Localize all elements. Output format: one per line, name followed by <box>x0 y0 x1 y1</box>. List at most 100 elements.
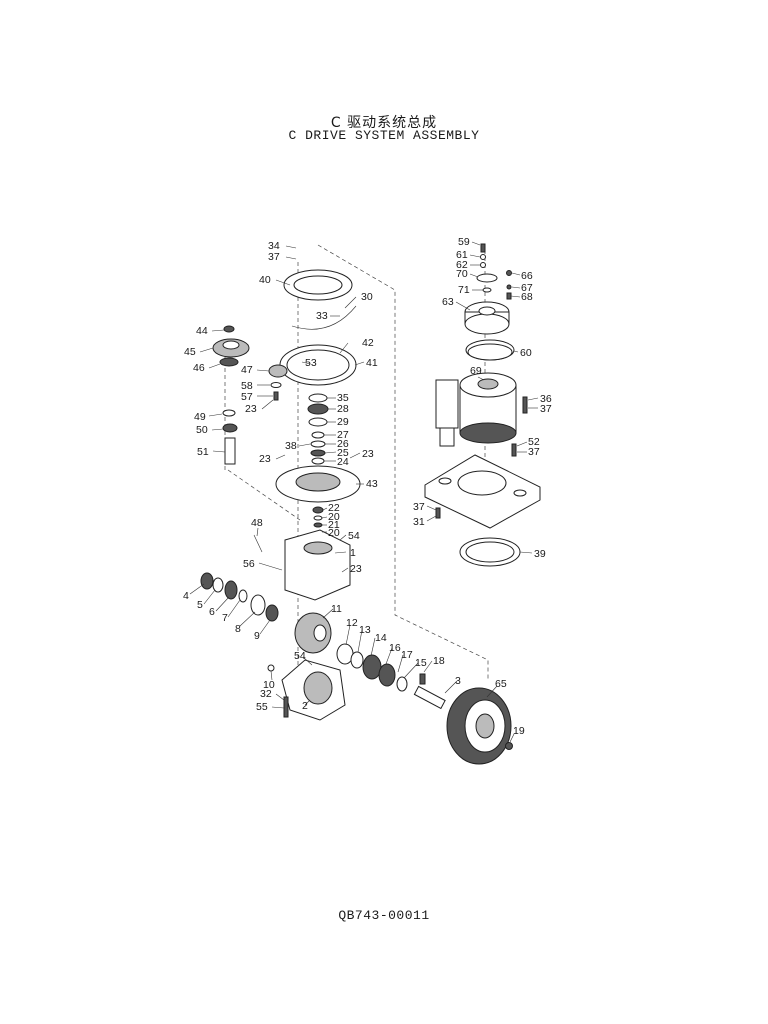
callout-11: 11 <box>331 603 342 615</box>
callout-29: 29 <box>337 416 349 428</box>
ring-gear-41 <box>279 344 357 386</box>
ring-60 <box>465 339 515 361</box>
gasket-39 <box>459 537 521 567</box>
callout-51: 51 <box>197 446 209 458</box>
callout-19: 19 <box>513 725 525 737</box>
callout-17: 17 <box>401 649 413 661</box>
page-title-chinese: C 驱动系统总成 <box>330 115 438 131</box>
callout-labels: 34 37 40 30 33 44 45 46 42 53 41 47 58 5… <box>183 236 552 737</box>
brake-63 <box>464 301 510 335</box>
bearing-46 <box>219 357 239 367</box>
brake-small-parts <box>476 243 512 300</box>
callout-66: 66 <box>521 270 533 282</box>
callout-10: 10 <box>263 679 275 691</box>
callout-57: 57 <box>241 391 253 403</box>
page-title-english: C DRIVE SYSTEM ASSEMBLY <box>288 128 480 143</box>
mounting-plate <box>424 454 541 529</box>
callout-36: 36 <box>540 393 552 405</box>
callout-40: 40 <box>259 274 271 286</box>
washers-57-58 <box>270 382 282 401</box>
callout-2: 2 <box>302 700 308 712</box>
callout-60: 60 <box>520 347 532 359</box>
motor-bolts-36-37-52 <box>435 396 528 519</box>
callout-20: 20 <box>328 511 340 523</box>
callout-54: 54 <box>294 650 306 662</box>
wheel-65 <box>446 687 512 765</box>
callout-48: 48 <box>251 517 263 529</box>
callout-9: 9 <box>254 630 260 642</box>
callout-28: 28 <box>337 403 349 415</box>
callout-1: 1 <box>350 547 356 559</box>
callout-23: 23 <box>245 403 257 415</box>
document-code: QB743-00011 <box>338 908 430 923</box>
callout-38: 38 <box>285 440 297 452</box>
bolt-stack-20-22 <box>312 506 324 528</box>
callout-54: 54 <box>348 530 360 542</box>
callout-56: 56 <box>243 558 255 570</box>
callout-50: 50 <box>196 424 208 436</box>
callout-32: 32 <box>260 688 272 700</box>
callout-70: 70 <box>456 268 468 280</box>
callout-23: 23 <box>350 563 362 575</box>
shaft-parts-49-50-51 <box>222 409 238 465</box>
bevel-gear-11 <box>294 612 332 654</box>
bearing-row-12-17 <box>336 643 408 692</box>
callout-63: 63 <box>442 296 454 308</box>
bolts-10-32-55 <box>267 664 289 718</box>
callout-61: 61 <box>456 249 468 261</box>
callout-55: 55 <box>256 701 268 713</box>
callout-47: 47 <box>241 364 253 376</box>
drive-motor-69 <box>435 372 517 447</box>
callout-31: 31 <box>413 516 425 528</box>
upper-flange-ring-40 <box>283 269 353 301</box>
callout-12: 12 <box>346 617 358 629</box>
callout-67: 67 <box>521 282 533 294</box>
callout-44: 44 <box>196 325 208 337</box>
callout-37: 37 <box>268 251 280 263</box>
callout-22: 22 <box>328 502 340 514</box>
carrier-plate-43 <box>275 465 361 503</box>
callout-5: 5 <box>197 599 203 611</box>
callout-8: 8 <box>235 623 241 635</box>
nut-19 <box>505 742 513 750</box>
gear-45 <box>212 338 250 358</box>
callout-52: 52 <box>528 436 540 448</box>
callout-68: 68 <box>521 291 533 303</box>
callout-35: 35 <box>337 392 349 404</box>
callout-4: 4 <box>183 590 189 602</box>
callout-21: 21 <box>328 519 340 531</box>
lower-housing-2 <box>281 659 346 721</box>
callout-42: 42 <box>362 337 374 349</box>
callout-16: 16 <box>389 642 401 654</box>
pinion-47 <box>268 364 288 378</box>
callout-59: 59 <box>458 236 470 248</box>
callout-58: 58 <box>241 380 253 392</box>
callout-23: 23 <box>362 448 374 460</box>
callout-6: 6 <box>209 606 215 618</box>
callout-62: 62 <box>456 259 468 271</box>
callout-leader-lines <box>189 241 539 743</box>
callout-27: 27 <box>337 429 349 441</box>
callout-65: 65 <box>495 678 507 690</box>
center-stack-35-24 <box>307 393 329 465</box>
callout-15: 15 <box>415 657 427 669</box>
callout-69: 69 <box>470 365 482 377</box>
callout-13: 13 <box>359 624 371 636</box>
callout-39: 39 <box>534 548 546 560</box>
callout-37: 37 <box>528 446 540 458</box>
callout-26: 26 <box>337 438 349 450</box>
callout-41: 41 <box>366 357 378 369</box>
callout-7: 7 <box>222 612 228 624</box>
callout-3: 3 <box>455 675 461 687</box>
callout-20: 20 <box>328 527 340 539</box>
callout-34: 34 <box>268 240 280 252</box>
gear-housing-1 <box>284 529 351 601</box>
snap-ring-30 <box>291 305 357 330</box>
callout-14: 14 <box>375 632 387 644</box>
callout-37: 37 <box>540 403 552 415</box>
callout-53: 53 <box>305 357 317 369</box>
callout-25: 25 <box>337 447 349 459</box>
callout-37: 37 <box>413 501 425 513</box>
callout-71: 71 <box>458 284 470 296</box>
